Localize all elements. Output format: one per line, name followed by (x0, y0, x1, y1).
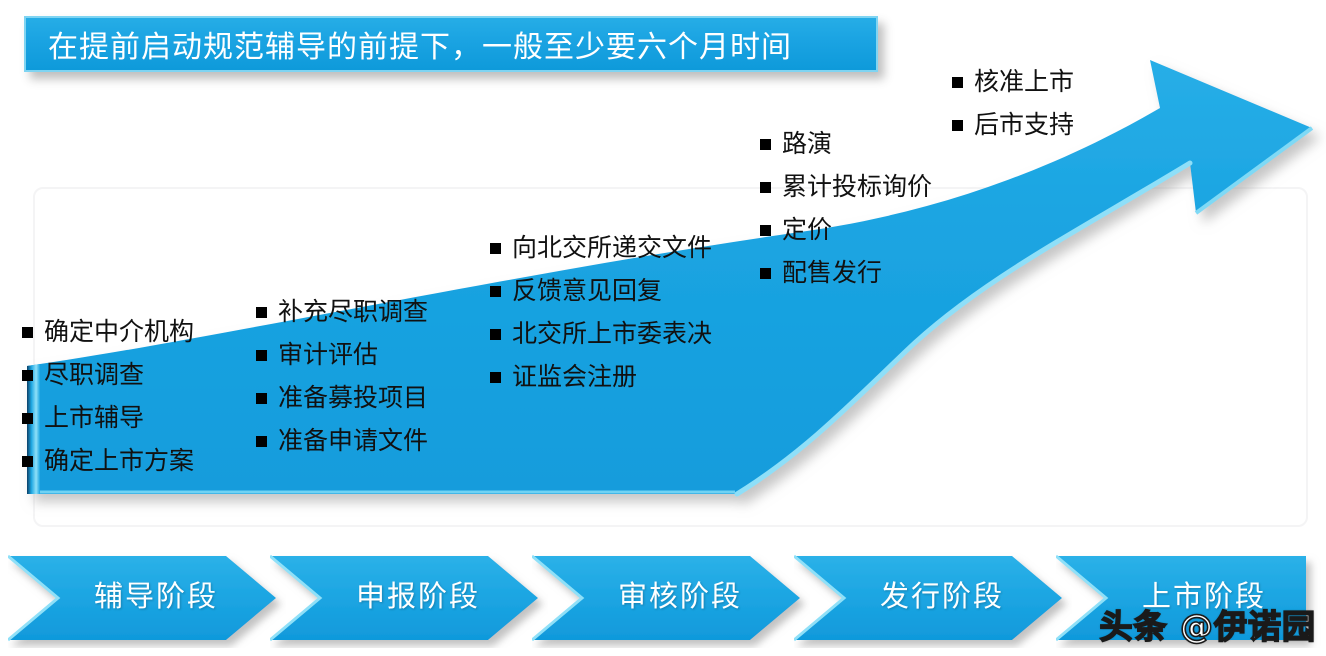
list-item: 配售发行 (760, 257, 932, 289)
square-bullet-icon (952, 77, 963, 88)
list-item: 确定中介机构 (22, 316, 194, 348)
stage-chevron-issuance[interactable]: 发行阶段 (793, 548, 1072, 642)
list-item-label: 后市支持 (974, 110, 1075, 139)
list-item-label: 累计投标询价 (782, 172, 933, 201)
square-bullet-icon (256, 350, 267, 361)
stage-chevron-listing[interactable]: 上市阶段 (1055, 548, 1326, 642)
list-item-label: 向北交所递交文件 (512, 233, 713, 262)
list-item-label: 配售发行 (782, 258, 883, 287)
stage-chevron-label: 上市阶段 (1141, 579, 1266, 613)
watermark: 头条 @伊诺园 (1099, 606, 1316, 647)
square-bullet-icon (256, 393, 267, 404)
square-bullet-icon (490, 243, 501, 254)
list-item: 定价 (760, 214, 932, 246)
list-item-label: 证监会注册 (512, 362, 638, 391)
list-item-label: 补充尽职调查 (278, 297, 429, 326)
square-bullet-icon (22, 327, 33, 338)
bullet-column-listing: 核准上市 后市支持 (952, 66, 1074, 152)
square-bullet-icon (22, 413, 33, 424)
list-item: 路演 (760, 128, 932, 160)
stage-chevron-label: 辅导阶段 (93, 579, 218, 613)
stage-chevron-counseling[interactable]: 辅导阶段 (7, 548, 286, 642)
list-item-label: 准备申请文件 (278, 426, 429, 455)
list-item-label: 确定上市方案 (44, 446, 195, 475)
list-item: 向北交所递交文件 (490, 232, 712, 264)
list-item: 后市支持 (952, 109, 1074, 141)
title-banner: 在提前启动规范辅导的前提下，一般至少要六个月时间 (24, 16, 878, 72)
list-item: 确定上市方案 (22, 445, 194, 477)
list-item-label: 反馈意见回复 (512, 276, 663, 305)
square-bullet-icon (490, 329, 501, 340)
list-item-label: 定价 (782, 215, 833, 244)
stage-chevron-strip: 辅导阶段 申报阶段 审核阶段 (0, 548, 1326, 648)
stage-chevron-label: 申报阶段 (355, 579, 480, 613)
square-bullet-icon (256, 436, 267, 447)
square-bullet-icon (490, 372, 501, 383)
list-item-label: 尽职调查 (44, 360, 145, 389)
list-item: 北交所上市委表决 (490, 318, 712, 350)
list-item: 上市辅导 (22, 402, 194, 434)
list-item-label: 上市辅导 (44, 403, 145, 432)
stage-chevron-declaration[interactable]: 申报阶段 (269, 548, 548, 642)
list-item-label: 核准上市 (974, 67, 1075, 96)
list-item-label: 确定中介机构 (44, 317, 195, 346)
list-item-label: 准备募投项目 (278, 383, 429, 412)
list-item: 尽职调查 (22, 359, 194, 391)
list-item-label: 审计评估 (278, 340, 379, 369)
square-bullet-icon (952, 120, 963, 131)
square-bullet-icon (760, 225, 771, 236)
square-bullet-icon (760, 139, 771, 150)
list-item: 证监会注册 (490, 361, 712, 393)
square-bullet-icon (760, 268, 771, 279)
list-item: 准备申请文件 (256, 425, 428, 457)
square-bullet-icon (760, 182, 771, 193)
bullet-column-counseling: 确定中介机构 尽职调查 上市辅导 确定上市方案 (22, 316, 194, 488)
bullet-column-review: 向北交所递交文件 反馈意见回复 北交所上市委表决 证监会注册 (490, 232, 712, 404)
list-item: 核准上市 (952, 66, 1074, 98)
list-item: 审计评估 (256, 339, 428, 371)
square-bullet-icon (256, 307, 267, 318)
page-title: 在提前启动规范辅导的前提下，一般至少要六个月时间 (48, 30, 792, 65)
list-item-label: 北交所上市委表决 (512, 319, 713, 348)
list-item: 反馈意见回复 (490, 275, 712, 307)
stage-chevron-label: 审核阶段 (617, 579, 742, 613)
list-item: 累计投标询价 (760, 171, 932, 203)
square-bullet-icon (490, 286, 501, 297)
list-item: 补充尽职调查 (256, 296, 428, 328)
bullet-column-declaration: 补充尽职调查 审计评估 准备募投项目 准备申请文件 (256, 296, 428, 468)
bullet-column-issuance: 路演 累计投标询价 定价 配售发行 (760, 128, 932, 300)
list-item: 准备募投项目 (256, 382, 428, 414)
stage-chevron-label: 发行阶段 (879, 579, 1004, 613)
stage-chevron-review[interactable]: 审核阶段 (531, 548, 810, 642)
square-bullet-icon (22, 370, 33, 381)
list-item-label: 路演 (782, 129, 833, 158)
square-bullet-icon (22, 456, 33, 467)
